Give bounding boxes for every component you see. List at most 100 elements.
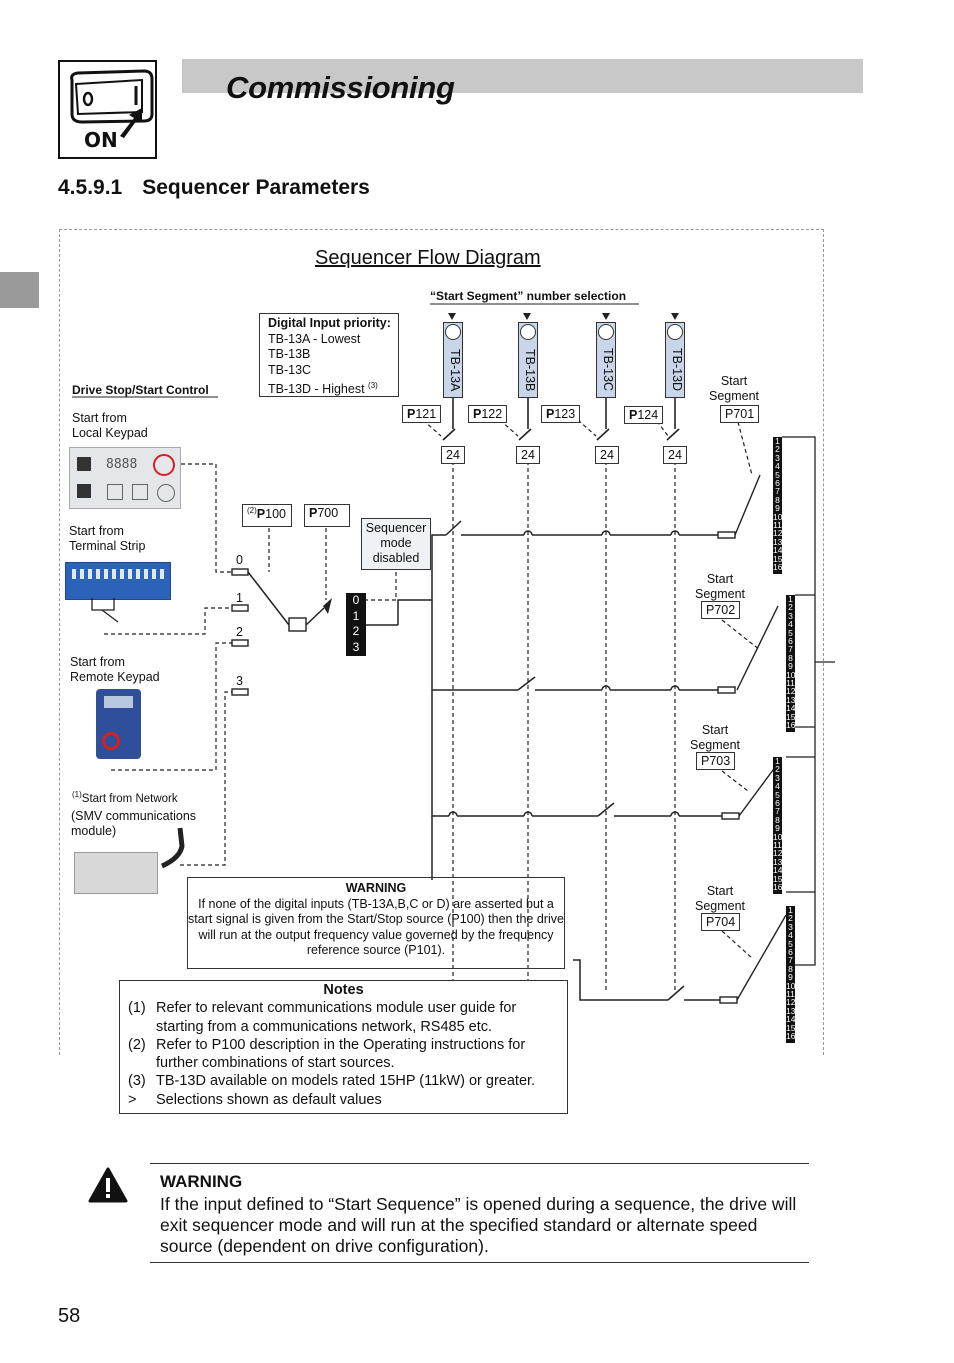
- selector-position: 2: [352, 624, 360, 638]
- notes-box: Notes (1)Refer to relevant communication…: [119, 980, 568, 1114]
- diagram-warning-text: If none of the digital inputs (TB-13A,B,…: [188, 896, 564, 958]
- terminal-tb13c: TB-13C: [596, 322, 616, 398]
- segment-number: 13: [773, 536, 783, 547]
- segment-number: 13: [786, 1005, 796, 1016]
- local-keypad-image: 8888: [69, 447, 181, 509]
- rocker-switch-icon: ON: [70, 69, 154, 152]
- segment-number: 3: [775, 452, 780, 463]
- drive-control-header: Drive Stop/Start Control: [72, 383, 209, 397]
- network-cable-icon: [160, 827, 185, 869]
- param-p121: P121: [402, 405, 442, 423]
- page-number: 58: [58, 1305, 81, 1327]
- terminal-label: TB-13A: [448, 348, 462, 392]
- segment-number: 16: [773, 882, 783, 893]
- segment-number: 9: [775, 503, 780, 514]
- note-item: (2)Refer to P100 description in the Oper…: [128, 1036, 526, 1072]
- segment-number: 1: [788, 594, 793, 604]
- bottom-warning-text: If the input defined to “Start Sequence”…: [160, 1194, 797, 1256]
- screw-icon: [520, 324, 536, 340]
- segment-number: 12: [773, 848, 783, 859]
- segment-number: 8: [775, 814, 780, 825]
- screw-icon: [667, 324, 683, 340]
- segment-number: 14: [786, 703, 796, 714]
- segment-number: 16: [786, 720, 796, 731]
- sequencer-disabled-box: Sequencer mode disabled: [361, 518, 431, 570]
- source-network-label: (1)Start from Network: [72, 790, 178, 805]
- selector-position: 0: [352, 593, 360, 607]
- segment-number: 7: [775, 806, 780, 817]
- segment-number: 6: [788, 636, 793, 647]
- comm-module-image: [74, 852, 158, 894]
- param-p123: P123: [541, 405, 581, 423]
- segment-number: 12: [786, 686, 796, 697]
- segment-number: 16: [786, 1031, 796, 1042]
- segment-number: 1: [775, 756, 780, 766]
- source-local-keypad-label: Start from Local Keypad: [72, 411, 148, 440]
- segment-number: 4: [775, 461, 780, 472]
- segment-number: 4: [788, 619, 793, 630]
- terminal-strip-image: [65, 562, 171, 600]
- mode-key-icon: [107, 484, 123, 500]
- segment-number: 8: [788, 963, 793, 974]
- param-p700: P700: [304, 504, 350, 527]
- note-item: (3)TB-13D available on models rated 15HP…: [128, 1073, 536, 1090]
- param-p124: P124: [624, 406, 664, 424]
- segment-number: 10: [773, 511, 783, 522]
- down-arrow-icon: [77, 484, 91, 498]
- input-position-label: 2: [236, 625, 243, 639]
- segment-number: 12: [786, 997, 796, 1008]
- bottom-warning-title: WARNING: [160, 1172, 243, 1191]
- segment-number: 2: [775, 764, 780, 775]
- segment-number: 4: [775, 781, 780, 792]
- segment-number: 12: [773, 528, 783, 539]
- param-p701: P701: [720, 405, 760, 423]
- remote-display: [104, 696, 133, 708]
- segment-number: 15: [786, 1022, 796, 1033]
- divider: [150, 1163, 809, 1164]
- stop-key-icon: [157, 484, 175, 502]
- on-label: ON: [84, 128, 118, 152]
- diagram-warning-title: WARNING: [345, 881, 407, 895]
- diagram-warning-box: WARNING If none of the digital inputs (T…: [187, 877, 565, 969]
- segment-number: 13: [773, 856, 783, 867]
- priority-box: Digital Input priority: TB-13A - Lowest …: [259, 313, 399, 397]
- mode-selector: 0 1 2 3: [346, 593, 366, 656]
- segment-number: 2: [788, 913, 793, 924]
- segment-number: 15: [773, 873, 783, 884]
- segment-number: 11: [773, 840, 782, 851]
- param-p702: P702: [701, 601, 741, 619]
- warning-triangle-icon: [88, 1167, 128, 1203]
- terminal-pins-icon: [72, 569, 166, 579]
- remote-keypad-image: [96, 689, 141, 759]
- priority-line: TB-13D - Highest (3): [268, 381, 378, 397]
- segment-number: 8: [775, 494, 780, 505]
- segment-number: 2: [775, 444, 780, 455]
- segment-label: Start Segment: [690, 723, 741, 752]
- param-p703: P703: [696, 752, 736, 770]
- segment-number: 6: [788, 947, 793, 958]
- power-switch-icon: ON: [58, 60, 157, 159]
- segment-number: 15: [773, 553, 783, 564]
- segment-number: 7: [775, 486, 780, 497]
- param-p100: (2)P100: [242, 504, 292, 527]
- divider: [150, 1262, 809, 1263]
- segment-number: 6: [775, 478, 780, 489]
- section-title: Sequencer Parameters: [142, 176, 370, 199]
- segment-number: 10: [773, 831, 783, 842]
- segment-number: 5: [788, 938, 793, 949]
- segment-number: 7: [788, 955, 793, 966]
- note-ref: (3): [368, 381, 378, 390]
- segment-number: 9: [788, 661, 793, 672]
- chapter-tab: [0, 272, 39, 308]
- screw-icon: [598, 324, 614, 340]
- title-band: [182, 59, 863, 93]
- segment-number: 4: [788, 930, 793, 941]
- priority-line: TB-13C: [268, 362, 312, 377]
- terminal-label: TB-13B: [523, 348, 537, 392]
- segment-number: 11: [786, 989, 795, 1000]
